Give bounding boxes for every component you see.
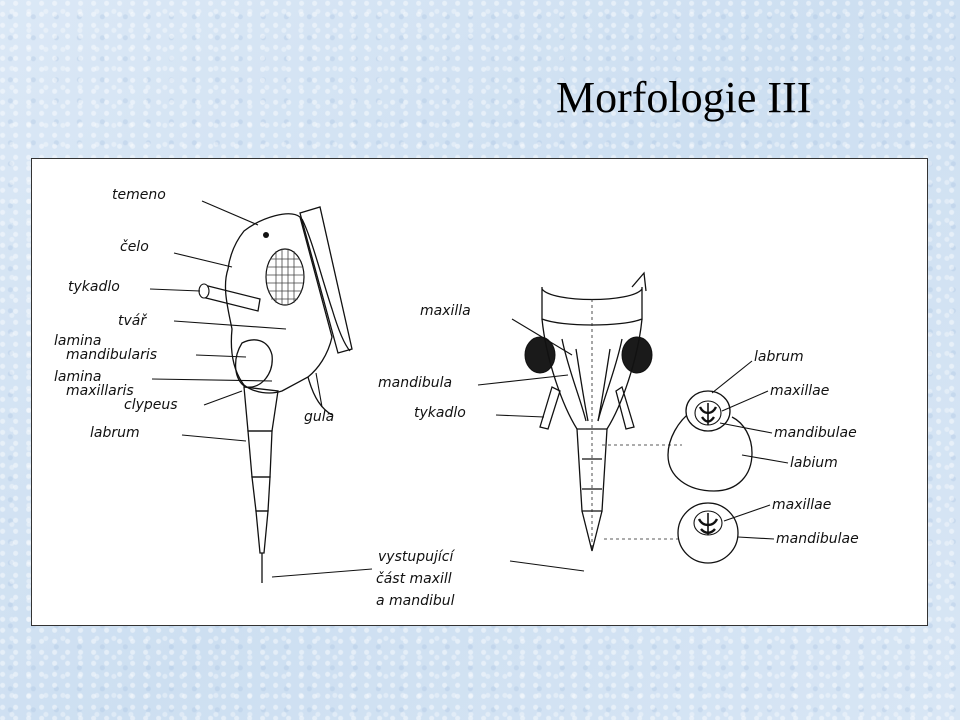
compound-eye [265,248,305,306]
label-gula: gula [304,409,334,425]
label-lamina-mandibularis-2: mandibularis [66,347,157,363]
rostrum-seg-3 [251,476,271,512]
antenna-center-left [539,386,561,430]
label-vystupujici-1: vystupující [378,549,455,565]
label-maxillae-2: maxillae [772,497,831,513]
labium-outline [667,410,753,492]
gula-inner [301,218,351,352]
rostrum-seg-4 [255,510,269,554]
label-celo: čelo [120,239,149,255]
eye-facets [267,249,303,305]
label-mandibulae-1: mandibulae [774,425,857,441]
label-temeno: temeno [112,187,166,203]
label-vystupujici-2: část maxill [376,571,452,587]
antenna-left [201,284,261,312]
label-lamina-maxillaris-2: maxillaris [66,383,134,399]
cross-section-lower [677,502,739,564]
label-vystupujici-3: a mandibul [376,593,455,609]
label-labrum-left: labrum [90,425,140,441]
antenna-center-right [615,385,635,430]
label-tvar: tvář [118,313,147,329]
rostrum-seg-2 [247,430,273,478]
figure-panel: temeno čelo tykadlo tvář lamina mandibul… [31,158,928,626]
cross-section-upper [667,390,753,492]
insect-mouthparts-diagram: temeno čelo tykadlo tvář lamina mandibul… [54,187,859,609]
gula-strip [299,206,353,354]
ocellus [263,232,269,238]
eye-frontal-left [524,336,556,374]
label-maxilla: maxilla [420,303,471,319]
label-lamina-maxillaris-1: lamina [54,369,101,385]
label-maxillae-1: maxillae [770,383,829,399]
label-tykadlo-left: tykadlo [68,279,120,295]
eye-frontal-right [621,336,653,374]
label-labrum-right: labrum [754,349,804,365]
label-mandibula: mandibula [378,375,452,391]
label-mandibulae-2: mandibulae [776,531,859,547]
label-labium: labium [790,455,838,471]
label-clypeus: clypeus [124,397,178,413]
slide-title: Morfologie III [556,73,812,122]
head-lateral-drawing [198,206,353,583]
label-lamina-mandibularis-1: lamina [54,333,101,349]
head-frontal-drawing [524,271,653,552]
clypeus-lobe [235,339,273,388]
label-tykadlo-center: tykadlo [414,405,466,421]
rostrum-seg-1 [243,386,279,432]
